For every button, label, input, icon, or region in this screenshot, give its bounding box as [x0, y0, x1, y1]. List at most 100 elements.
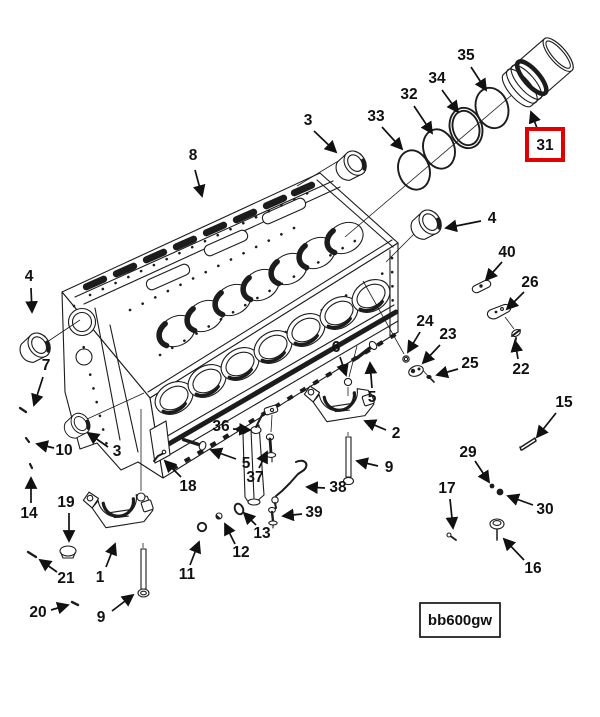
part-cap-bolt-9-right [342, 436, 355, 486]
callout-arrow-31 [528, 110, 541, 129]
callout-23: 23 [439, 326, 457, 343]
front-face-details [67, 307, 139, 453]
callout-25: 25 [461, 355, 479, 372]
callout-18: 18 [179, 478, 197, 495]
callout-39: 39 [305, 504, 323, 521]
part-cup-plug-16 [489, 518, 505, 541]
part-cylinder-liner [501, 37, 574, 108]
callout-34: 34 [428, 70, 446, 87]
callout-4-left: 4 [25, 268, 34, 285]
part-bolt-5-right [355, 340, 378, 360]
callout-arrow-16 [502, 537, 525, 561]
part-fitting-18 [153, 449, 167, 462]
figure-code: bb600gw [419, 602, 501, 638]
callout-arrow-6 [336, 356, 349, 377]
callout-arrow-18 [163, 459, 182, 478]
callout-arrow-1 [105, 542, 117, 568]
callout-arrow-21 [38, 558, 58, 573]
callout-arrow-37 [256, 450, 268, 469]
callout-32: 32 [400, 86, 417, 103]
callout-arrow-4-left [25, 287, 38, 314]
callout-3-top: 3 [304, 112, 313, 129]
callout-17: 17 [438, 480, 455, 497]
bank-slot-row [82, 181, 316, 291]
side-arch [187, 364, 227, 398]
callout-arrow-35 [470, 66, 488, 92]
callout-6: 6 [332, 339, 341, 356]
part-dowel-7 [18, 406, 28, 414]
callout-15: 15 [555, 394, 573, 411]
callout-arrow-39 [281, 508, 303, 522]
part-seal-ring-34 [448, 106, 484, 150]
callout-16: 16 [524, 560, 542, 577]
part-bolt-37 [265, 433, 277, 463]
callout-arrow-9-left [111, 593, 135, 612]
callout-26: 26 [521, 274, 539, 291]
callout-arrow-40 [484, 261, 503, 282]
figure-code-box [419, 602, 501, 638]
part-o-ring-11 [196, 521, 208, 533]
callout-arrow-3-mid [86, 431, 109, 448]
callout-12: 12 [232, 544, 249, 561]
part-roll-pin-15 [519, 437, 537, 451]
callout-arrow-33 [381, 126, 404, 151]
callout-8: 8 [189, 147, 198, 164]
part-cup-plug-19 [59, 545, 77, 559]
callout-arrow-26 [505, 291, 525, 311]
part-o-rings [397, 86, 510, 191]
part-nut-6 [343, 377, 353, 387]
part-plug-30 [496, 488, 504, 496]
callout-31: 31 [536, 137, 554, 154]
callout-9-right: 9 [385, 459, 394, 476]
part-bolt-39 [268, 506, 278, 529]
part-thermostat-23 [408, 365, 424, 377]
callout-14: 14 [20, 505, 38, 522]
part-cover-40 [471, 279, 492, 294]
callout-29: 29 [459, 444, 477, 461]
part-bracket-36 [250, 404, 279, 435]
callout-arrow-10 [35, 440, 55, 453]
callout-arrow-24 [407, 331, 421, 354]
callout-20: 20 [29, 604, 46, 621]
part-bushing-4-right [404, 204, 448, 247]
side-arch [319, 296, 359, 330]
callout-4-right: 4 [488, 210, 497, 227]
callout-11: 11 [179, 566, 196, 583]
callout-arrow-32 [413, 105, 434, 135]
part-nut-left [136, 492, 146, 502]
block-skirt-leg [149, 420, 265, 506]
callout-1: 1 [96, 569, 105, 586]
callouts: 8 3 33 32 34 35 31 4 40 26 22 24 23 25 2… [20, 47, 573, 626]
callout-5-left: 5 [242, 455, 251, 472]
callout-arrow-29 [474, 460, 491, 484]
callout-arrow-9-right [355, 457, 379, 470]
callout-36: 36 [212, 418, 230, 435]
callout-arrow-12 [224, 522, 236, 545]
callout-35: 35 [457, 47, 475, 64]
part-pin-17 [446, 532, 457, 541]
callout-arrow-22 [510, 339, 524, 360]
side-arch [253, 330, 293, 364]
callout-arrow-13 [242, 511, 257, 526]
callout-37: 37 [246, 469, 263, 486]
callout-arrow-3-top [313, 130, 338, 154]
part-bushing-3-top [329, 145, 373, 188]
callout-arrow-38 [305, 481, 326, 494]
callout-arrow-25 [435, 365, 459, 379]
deck-slots [145, 197, 307, 291]
callout-40: 40 [498, 244, 515, 261]
part-tube-38 [271, 459, 308, 509]
callout-arrow-15 [535, 412, 557, 439]
side-arch [286, 313, 326, 347]
callout-arrow-34 [441, 89, 460, 114]
callout-3-mid: 3 [113, 443, 122, 460]
part-pin-14 [28, 462, 34, 470]
callout-19: 19 [57, 494, 75, 511]
part-pin-21 [26, 550, 38, 559]
part-cover-26 [486, 303, 512, 320]
callout-21: 21 [57, 570, 75, 587]
part-dowel-10 [24, 436, 31, 444]
callout-arrow-4-right [444, 219, 482, 233]
callout-arrow-2 [363, 419, 387, 432]
